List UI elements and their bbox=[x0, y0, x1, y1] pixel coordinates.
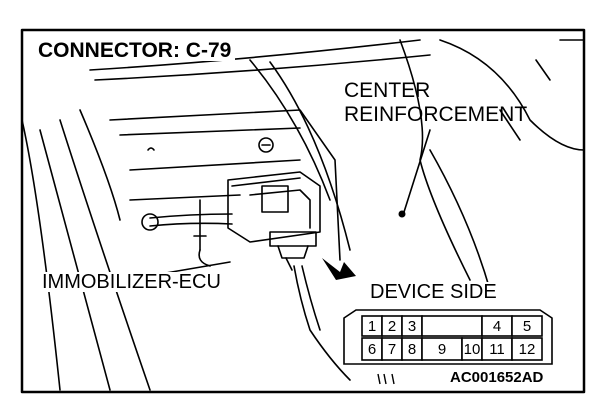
center-reinforcement-label-line2: REINFORCEMENT bbox=[344, 103, 528, 126]
pin-label: 12 bbox=[518, 341, 536, 358]
connector-pin-grid bbox=[343, 309, 553, 365]
pin-label: 5 bbox=[522, 318, 532, 335]
pin-label: 3 bbox=[407, 318, 417, 335]
figure-code: AC001652AD bbox=[448, 369, 546, 386]
pin-label: 2 bbox=[387, 318, 397, 335]
pin-label: 10 bbox=[463, 341, 481, 358]
pin-label: 9 bbox=[437, 341, 447, 358]
pin-label: 8 bbox=[407, 341, 417, 358]
pin-label: 11 bbox=[489, 341, 505, 358]
device-side-label: DEVICE SIDE bbox=[368, 281, 499, 303]
pin-label: 1 bbox=[367, 318, 377, 335]
diagram-frame bbox=[20, 28, 586, 394]
pin-label: 7 bbox=[387, 341, 397, 358]
center-reinforcement-label-line1: CENTER bbox=[344, 79, 431, 102]
immobilizer-ecu-label: IMMOBILIZER-ECU bbox=[40, 271, 223, 293]
pointer-arrow bbox=[322, 258, 356, 282]
pin-label: 6 bbox=[367, 341, 377, 358]
pin-label: 4 bbox=[492, 318, 502, 335]
diagram-title: CONNECTOR: C-79 bbox=[34, 40, 236, 61]
